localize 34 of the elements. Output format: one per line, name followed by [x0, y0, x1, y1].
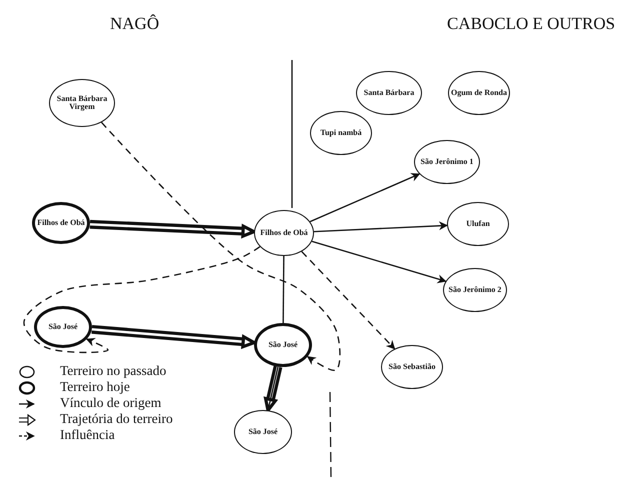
node-label: São José: [268, 340, 298, 350]
legend-label: Trajetória do terreiro: [60, 411, 173, 427]
node-label: São Jerônimo 2: [448, 286, 502, 294]
arrow: [314, 221, 448, 232]
node-label: Tupi nambá: [320, 128, 362, 138]
arrow: [310, 173, 420, 222]
arrow: [101, 122, 341, 371]
node-label: Santa Bárbara Virgem: [56, 94, 108, 112]
legend-label: Terreiro no passado: [60, 363, 166, 379]
legend-label: Terreiro hoje: [60, 379, 130, 395]
connector-line: [282, 256, 284, 323]
column-heading: CABOCLO E OUTROS: [447, 14, 616, 34]
legend-label: Vínculo de origem: [60, 395, 162, 411]
past-terreiro-ellipse: [414, 140, 480, 184]
node-label: São Sebastião: [388, 362, 436, 372]
node-label: Filhos de Obá: [37, 218, 85, 228]
legend-label: Influência: [60, 427, 115, 443]
arrow: [23, 246, 260, 354]
node-label: Ogum de Ronda: [450, 88, 507, 98]
past-terreiro-ellipse: [356, 71, 422, 115]
node-label: São José: [248, 428, 278, 436]
node-label: Santa Bárbara: [364, 88, 414, 98]
arrow: [301, 251, 396, 350]
past-terreiro-ellipse: [443, 268, 507, 312]
arrow: [312, 240, 446, 284]
past-terreiro-ellipse: [310, 111, 372, 155]
current-terreiro-ellipse: [254, 323, 312, 367]
node-label: Ulufan: [466, 220, 490, 228]
node-label: São Jerônimo 1: [420, 158, 474, 166]
past-terreiro-ellipse: [254, 210, 314, 256]
current-terreiro-ellipse: [34, 306, 92, 348]
node-label: Filhos de Obá: [260, 228, 308, 238]
column-heading: NAGÔ: [110, 14, 160, 34]
node-label: São José: [48, 322, 78, 332]
